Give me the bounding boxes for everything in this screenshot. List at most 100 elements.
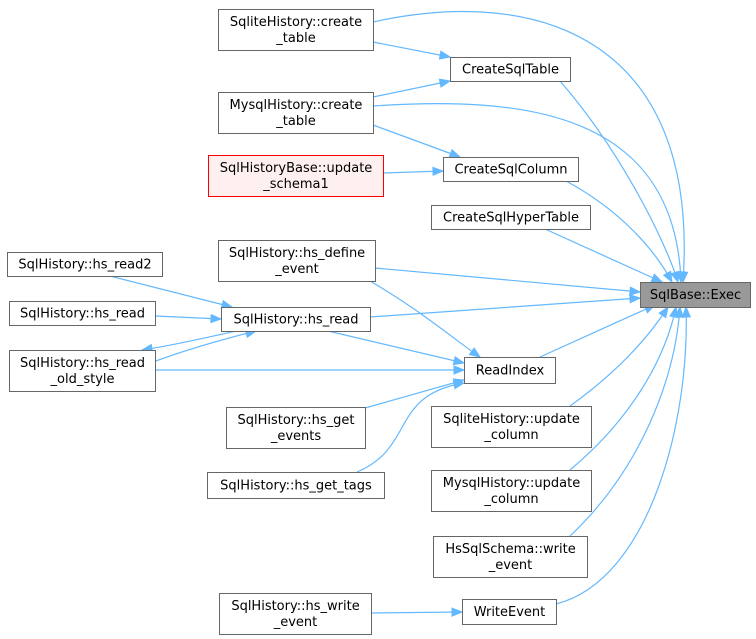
node-label: SqlHistory::hs_read [20, 356, 145, 371]
edge-sqlite_create_table-to-sqlbase_exec [372, 11, 689, 284]
edge-line [372, 41, 451, 58]
node-label: _event [488, 558, 533, 573]
edge-line [364, 379, 465, 409]
node-create-sql-column[interactable]: CreateSqlColumn [443, 157, 579, 182]
node-box [219, 593, 372, 635]
edge-hs_read_mid-to-read_index [327, 330, 466, 366]
edge-hs_define_event-to-read_index [369, 280, 482, 358]
graph-edges [109, 11, 692, 617]
edge-line [374, 267, 641, 293]
node-mysql-create-table[interactable]: MysqlHistory::create_table [218, 92, 374, 134]
node-read-index[interactable]: ReadIndex [464, 357, 556, 384]
edge-hs_get_tags-to-read_index [356, 380, 466, 473]
node-label: MysqlHistory::update [443, 476, 580, 491]
arrowhead-icon [438, 78, 452, 88]
node-label: SqlHistory::hs_get [237, 413, 354, 428]
node-label: _event [273, 615, 318, 630]
node-label: SqlHistoryBase::update [220, 161, 373, 176]
node-box [443, 157, 579, 182]
edge-line [356, 382, 465, 473]
node-sqlite-create-table[interactable]: SqliteHistory::create_table [218, 9, 374, 51]
node-label: CreateSqlColumn [454, 163, 567, 178]
node-label: _schema1 [262, 177, 329, 192]
node-box [431, 470, 592, 512]
node-box [433, 536, 588, 578]
node-hs-write-event[interactable]: SqlHistory::hs_write_event [219, 593, 372, 635]
node-label: _column [483, 492, 538, 507]
node-box [431, 406, 592, 448]
node-hs-read-mid[interactable]: SqlHistory::hs_read [221, 307, 371, 332]
edge-line [152, 330, 257, 363]
node-box [218, 9, 374, 51]
node-label: SqlHistory::hs_read [20, 307, 145, 322]
node-label: CreateSqlHyperTable [443, 211, 579, 226]
node-create-sql-table[interactable]: CreateSqlTable [450, 57, 571, 82]
node-label: WriteEvent [474, 605, 546, 620]
node-hs-define-event[interactable]: SqlHistory::hs_define_event [218, 240, 376, 282]
edge-line [372, 11, 685, 283]
edge-sqlite_update_column-to-sqlbase_exec [569, 305, 669, 407]
edge-line [369, 280, 481, 358]
edge-line [372, 124, 461, 158]
edge-create_sql_table-to-sqlbase_exec [559, 80, 680, 284]
edge-sqlite_create_table-to-create_sql_table [372, 41, 452, 60]
edge-line [370, 611, 463, 614]
node-hs-read-left[interactable]: SqlHistory::hs_read [9, 301, 156, 326]
node-sqlbase-exec[interactable]: SqlBase::Exec [640, 282, 751, 308]
node-update-schema1[interactable]: SqlHistoryBase::update_schema1 [208, 155, 384, 197]
edge-line [369, 297, 641, 318]
arrowhead-icon [662, 270, 673, 284]
node-hs-get-tags[interactable]: SqlHistory::hs_get_tags [207, 472, 385, 499]
edge-line [154, 315, 222, 320]
edge-read_index-to-sqlbase_exec [539, 304, 657, 358]
edge-line [372, 80, 451, 98]
edge-line [555, 306, 687, 605]
node-create-sql-hypertable[interactable]: CreateSqlHyperTable [431, 205, 591, 230]
node-hs-read2[interactable]: SqlHistory::hs_read2 [7, 252, 163, 277]
edge-line [569, 306, 677, 471]
node-box [207, 472, 385, 499]
node-label: SqlHistory::hs_write [231, 599, 359, 614]
edge-line [539, 304, 656, 358]
node-label: SqlHistory::hs_define [229, 246, 365, 261]
node-box [226, 407, 366, 449]
edge-line [327, 330, 465, 364]
edge-hs_read_mid-to-sqlbase_exec [369, 293, 642, 318]
arrowhead-icon [468, 347, 482, 358]
arrowhead-icon [210, 313, 223, 324]
node-label: _table [275, 31, 315, 46]
edge-hs_define_event-to-sqlbase_exec [374, 267, 642, 296]
edge-mysql_create_table-to-create_sql_table [372, 78, 452, 98]
edge-hs_read_old_style-to-read_index [155, 365, 466, 375]
edge-hs_read_left-to-hs_read_mid [154, 313, 223, 324]
node-label: ReadIndex [476, 364, 545, 379]
arrowhead-icon [674, 305, 684, 318]
node-box [640, 282, 751, 308]
node-hs-get-events[interactable]: SqlHistory::hs_get_events [226, 407, 366, 449]
arrowhead-icon [448, 148, 462, 158]
node-label: _column [483, 428, 538, 443]
arrowhead-icon [438, 50, 452, 60]
node-label: SqlBase::Exec [650, 288, 741, 303]
edge-hs_get_events-to-read_index [364, 378, 466, 409]
node-box [450, 57, 571, 82]
node-hs-read-old-style[interactable]: SqlHistory::hs_read_old_style [9, 350, 156, 392]
arrowhead-icon [670, 270, 680, 284]
node-sqlite-update-column[interactable]: SqliteHistory::update_column [431, 406, 592, 448]
edge-update_schema1-to-create_sql_column [382, 166, 445, 177]
node-write-event[interactable]: WriteEvent [462, 599, 557, 625]
node-label: _event [274, 262, 319, 277]
node-box [9, 350, 156, 392]
node-label: CreateSqlTable [462, 63, 559, 78]
arrowhead-icon [629, 286, 642, 296]
node-hsschema-write-event[interactable]: HsSqlSchema::write_event [433, 536, 588, 578]
node-label: SqlHistory::hs_get_tags [220, 479, 372, 494]
edge-line [372, 102, 682, 283]
node-box [221, 307, 371, 332]
edge-line [565, 180, 673, 283]
node-mysql-update-column[interactable]: MysqlHistory::update_column [431, 470, 592, 512]
arrowhead-icon [681, 305, 692, 318]
node-label: SqliteHistory::create [230, 15, 362, 30]
node-label: SqliteHistory::update [443, 412, 580, 427]
